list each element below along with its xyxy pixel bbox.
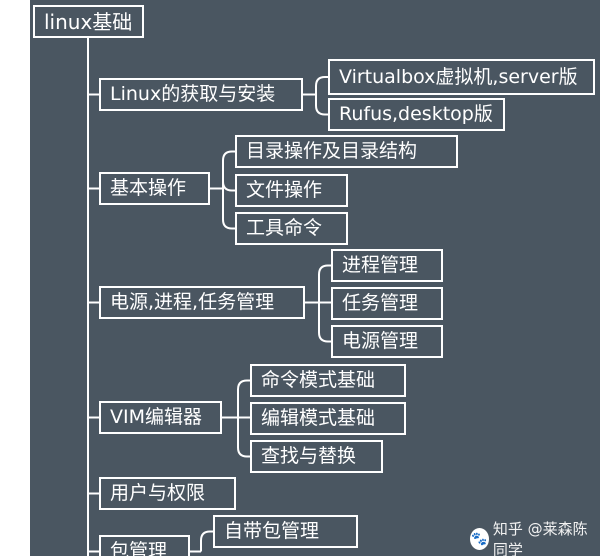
group-node-power-process-task[interactable]: 电源,进程,任务管理 bbox=[99, 286, 305, 319]
paw-icon: 🐾 bbox=[470, 528, 489, 550]
group-node-users-permissions[interactable]: 用户与权限 bbox=[99, 477, 236, 510]
group-node-package-mgmt[interactable]: 包管理 bbox=[99, 535, 190, 556]
branch-link-child-node-find-replace bbox=[237, 417, 250, 458]
group-node-basic-ops[interactable]: 基本操作 bbox=[99, 172, 210, 205]
group-node-install[interactable]: Linux的获取与安装 bbox=[99, 78, 303, 111]
child-node-builtin-packages[interactable]: 自带包管理 bbox=[213, 515, 358, 548]
branch-link-child-node-file-ops bbox=[222, 181, 235, 192]
branch-link-child-node-command-mode bbox=[237, 379, 250, 418]
watermark-text: 知乎 @莱森陈同学 bbox=[492, 520, 588, 556]
child-node-process-mgmt[interactable]: 进程管理 bbox=[331, 249, 443, 282]
child-node-task-mgmt[interactable]: 任务管理 bbox=[331, 287, 443, 320]
mindmap-canvas: linux基础 Linux的获取与安装 Virtualbox虚拟机,server… bbox=[30, 0, 600, 556]
child-node-command-mode[interactable]: 命令模式基础 bbox=[250, 364, 406, 397]
child-node-edit-mode[interactable]: 编辑模式基础 bbox=[250, 402, 406, 435]
child-node-file-ops[interactable]: 文件操作 bbox=[235, 174, 348, 207]
branch-link-child-node-power-mgmt bbox=[318, 302, 331, 343]
child-node-power-mgmt[interactable]: 电源管理 bbox=[331, 325, 443, 358]
branch-link-child-node-virtualbox bbox=[315, 76, 328, 95]
child-node-directory-ops[interactable]: 目录操作及目录结构 bbox=[235, 135, 458, 168]
root-node[interactable]: linux基础 bbox=[33, 5, 144, 38]
branch-link-child-node-rufus bbox=[315, 94, 328, 116]
group-node-vim[interactable]: VIM编辑器 bbox=[99, 401, 222, 434]
branch-link-child-node-builtin-packages bbox=[200, 530, 213, 552]
child-node-find-replace[interactable]: 查找与替换 bbox=[250, 440, 383, 473]
watermark: 🐾 知乎 @莱森陈同学 bbox=[470, 518, 600, 556]
child-node-rufus[interactable]: Rufus,desktop版 bbox=[328, 98, 505, 131]
child-node-virtualbox[interactable]: Virtualbox虚拟机,server版 bbox=[328, 59, 595, 95]
branch-link-child-node-tool-commands bbox=[222, 188, 235, 230]
mindmap-links bbox=[87, 38, 331, 556]
branch-link-child-node-directory-ops bbox=[222, 150, 235, 189]
branch-link-child-node-process-mgmt bbox=[318, 264, 331, 303]
child-node-tool-commands[interactable]: 工具命令 bbox=[235, 212, 348, 245]
